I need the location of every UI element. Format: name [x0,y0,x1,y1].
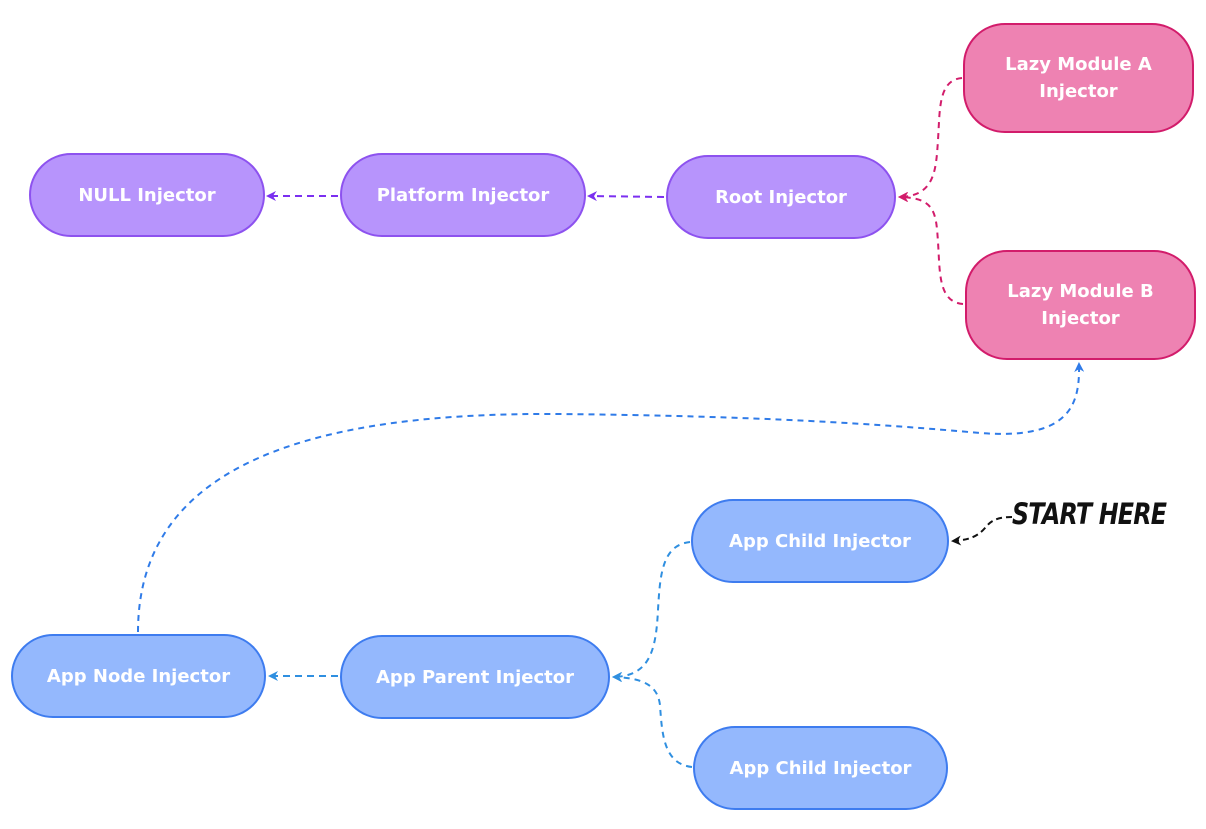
edge-start-to-child [951,516,1013,546]
app-child-injector-bottom-node[interactable]: App Child Injector [693,726,948,810]
edge-child-top-to-parent [612,541,691,682]
edge-child-bottom-to-parent [612,672,693,768]
root-injector-node[interactable]: Root Injector [666,155,896,239]
edge-app-node-to-lazy-b [137,362,1085,633]
lazy-module-a-label-line2: Injector [1039,81,1118,102]
app-child-injector-top-label: App Child Injector [729,530,911,552]
lazy-module-b-label-line2: Injector [1041,308,1120,329]
app-child-injector-top-node[interactable]: App Child Injector [691,499,949,583]
root-injector-label: Root Injector [715,186,847,208]
edge-lazy-a-to-root [898,77,963,202]
null-injector-label: NULL Injector [78,184,216,206]
app-parent-injector-label: App Parent Injector [376,666,574,688]
lazy-module-b-label-line1: Lazy Module B [1007,281,1154,302]
platform-injector-label: Platform Injector [376,184,550,206]
app-node-injector-label: App Node Injector [46,665,231,687]
edge-lazy-b-to-root [898,192,964,305]
lazy-module-b-injector-node[interactable]: Lazy Module B Injector [965,250,1196,360]
lazy-module-a-label-line1: Lazy Module A [1005,54,1152,75]
app-node-injector-node[interactable]: App Node Injector [11,634,266,718]
platform-injector-node[interactable]: Platform Injector [340,153,586,237]
app-parent-injector-node[interactable]: App Parent Injector [340,635,610,719]
lazy-module-b-label: Lazy Module B Injector [995,278,1165,332]
null-injector-node[interactable]: NULL Injector [29,153,265,237]
edge-root-to-platform [587,191,665,202]
app-child-injector-bottom-label: App Child Injector [729,757,912,779]
lazy-module-a-injector-node[interactable]: Lazy Module A Injector [963,23,1194,133]
start-here-annotation: START HERE [1012,497,1167,531]
lazy-module-a-label: Lazy Module A Injector [993,51,1164,105]
